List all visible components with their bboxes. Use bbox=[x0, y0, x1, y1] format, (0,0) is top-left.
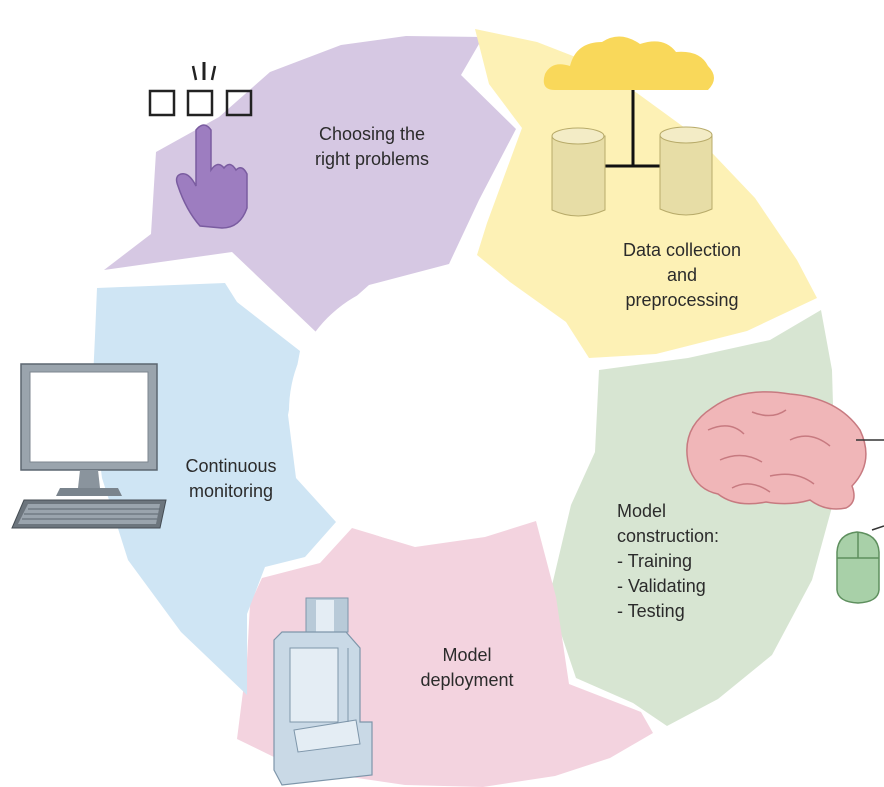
segment-choosing bbox=[104, 36, 516, 332]
label-line: and bbox=[666, 265, 698, 285]
cloud-database-icon bbox=[543, 36, 714, 217]
label-line: right problems bbox=[314, 149, 430, 169]
label-line: construction: bbox=[617, 526, 720, 546]
center-circle bbox=[289, 279, 553, 543]
hand-pointing-boxes-icon bbox=[148, 62, 253, 229]
computer-monitor-icon bbox=[11, 363, 167, 529]
label-line: - Testing bbox=[617, 601, 685, 621]
label-line: Data collection bbox=[622, 240, 742, 260]
label-line: deployment bbox=[420, 670, 514, 690]
label-line: Model bbox=[617, 501, 667, 521]
server-machine-icon bbox=[273, 597, 373, 786]
label-line: Choosing the bbox=[318, 124, 426, 144]
label-continuous-monitoring: Continuous monitoring bbox=[151, 454, 311, 504]
label-model-construction: Model construction: - Training - Validat… bbox=[617, 499, 757, 624]
label-line: preprocessing bbox=[625, 290, 739, 310]
label-line: - Training bbox=[617, 551, 693, 571]
label-choosing: Choosing the right problems bbox=[272, 122, 472, 172]
segment-data bbox=[475, 29, 817, 358]
label-line: monitoring bbox=[188, 481, 274, 501]
label-line: Model bbox=[442, 645, 492, 665]
label-model-deployment: Model deployment bbox=[387, 643, 547, 693]
label-line: Continuous bbox=[185, 456, 277, 476]
label-data-collection: Data collection and preprocessing bbox=[582, 238, 782, 313]
label-line: - Validating bbox=[617, 576, 706, 596]
brain-mouse-icon bbox=[686, 391, 884, 604]
